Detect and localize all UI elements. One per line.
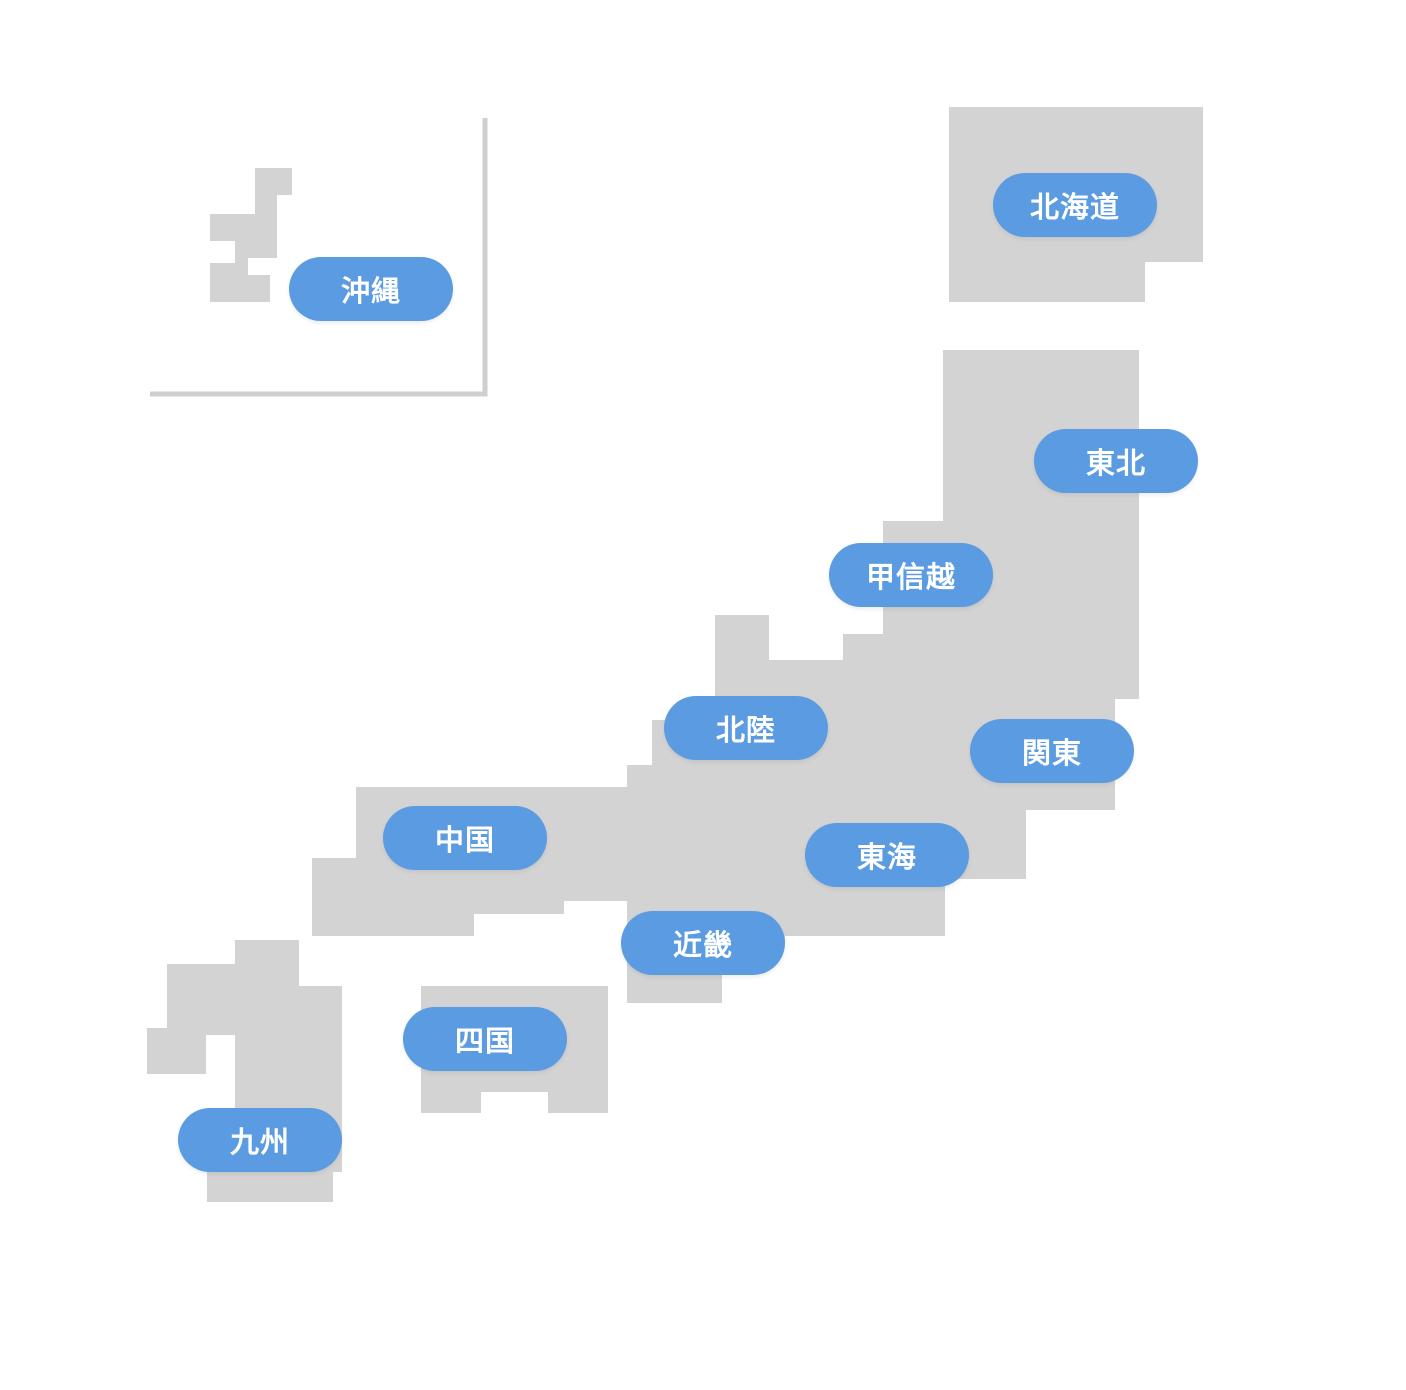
region-button-hokkaido[interactable]: 北海道: [993, 173, 1157, 237]
region-button-chugoku[interactable]: 中国: [383, 806, 547, 870]
region-button-hokuriku[interactable]: 北陸: [664, 696, 828, 760]
okinawa-inset-frame: [150, 118, 488, 397]
region-button-koshinetsu[interactable]: 甲信越: [829, 543, 993, 607]
honshu-land[interactable]: [312, 350, 1139, 1003]
region-button-kinki[interactable]: 近畿: [621, 911, 785, 975]
region-button-tohoku[interactable]: 東北: [1034, 429, 1198, 493]
okinawa-land[interactable]: [210, 168, 292, 302]
region-button-tokai[interactable]: 東海: [805, 823, 969, 887]
region-button-kanto[interactable]: 関東: [970, 719, 1134, 783]
region-button-okinawa[interactable]: 沖縄: [289, 257, 453, 321]
region-button-kyushu[interactable]: 九州: [178, 1108, 342, 1172]
region-button-shikoku[interactable]: 四国: [403, 1007, 567, 1071]
